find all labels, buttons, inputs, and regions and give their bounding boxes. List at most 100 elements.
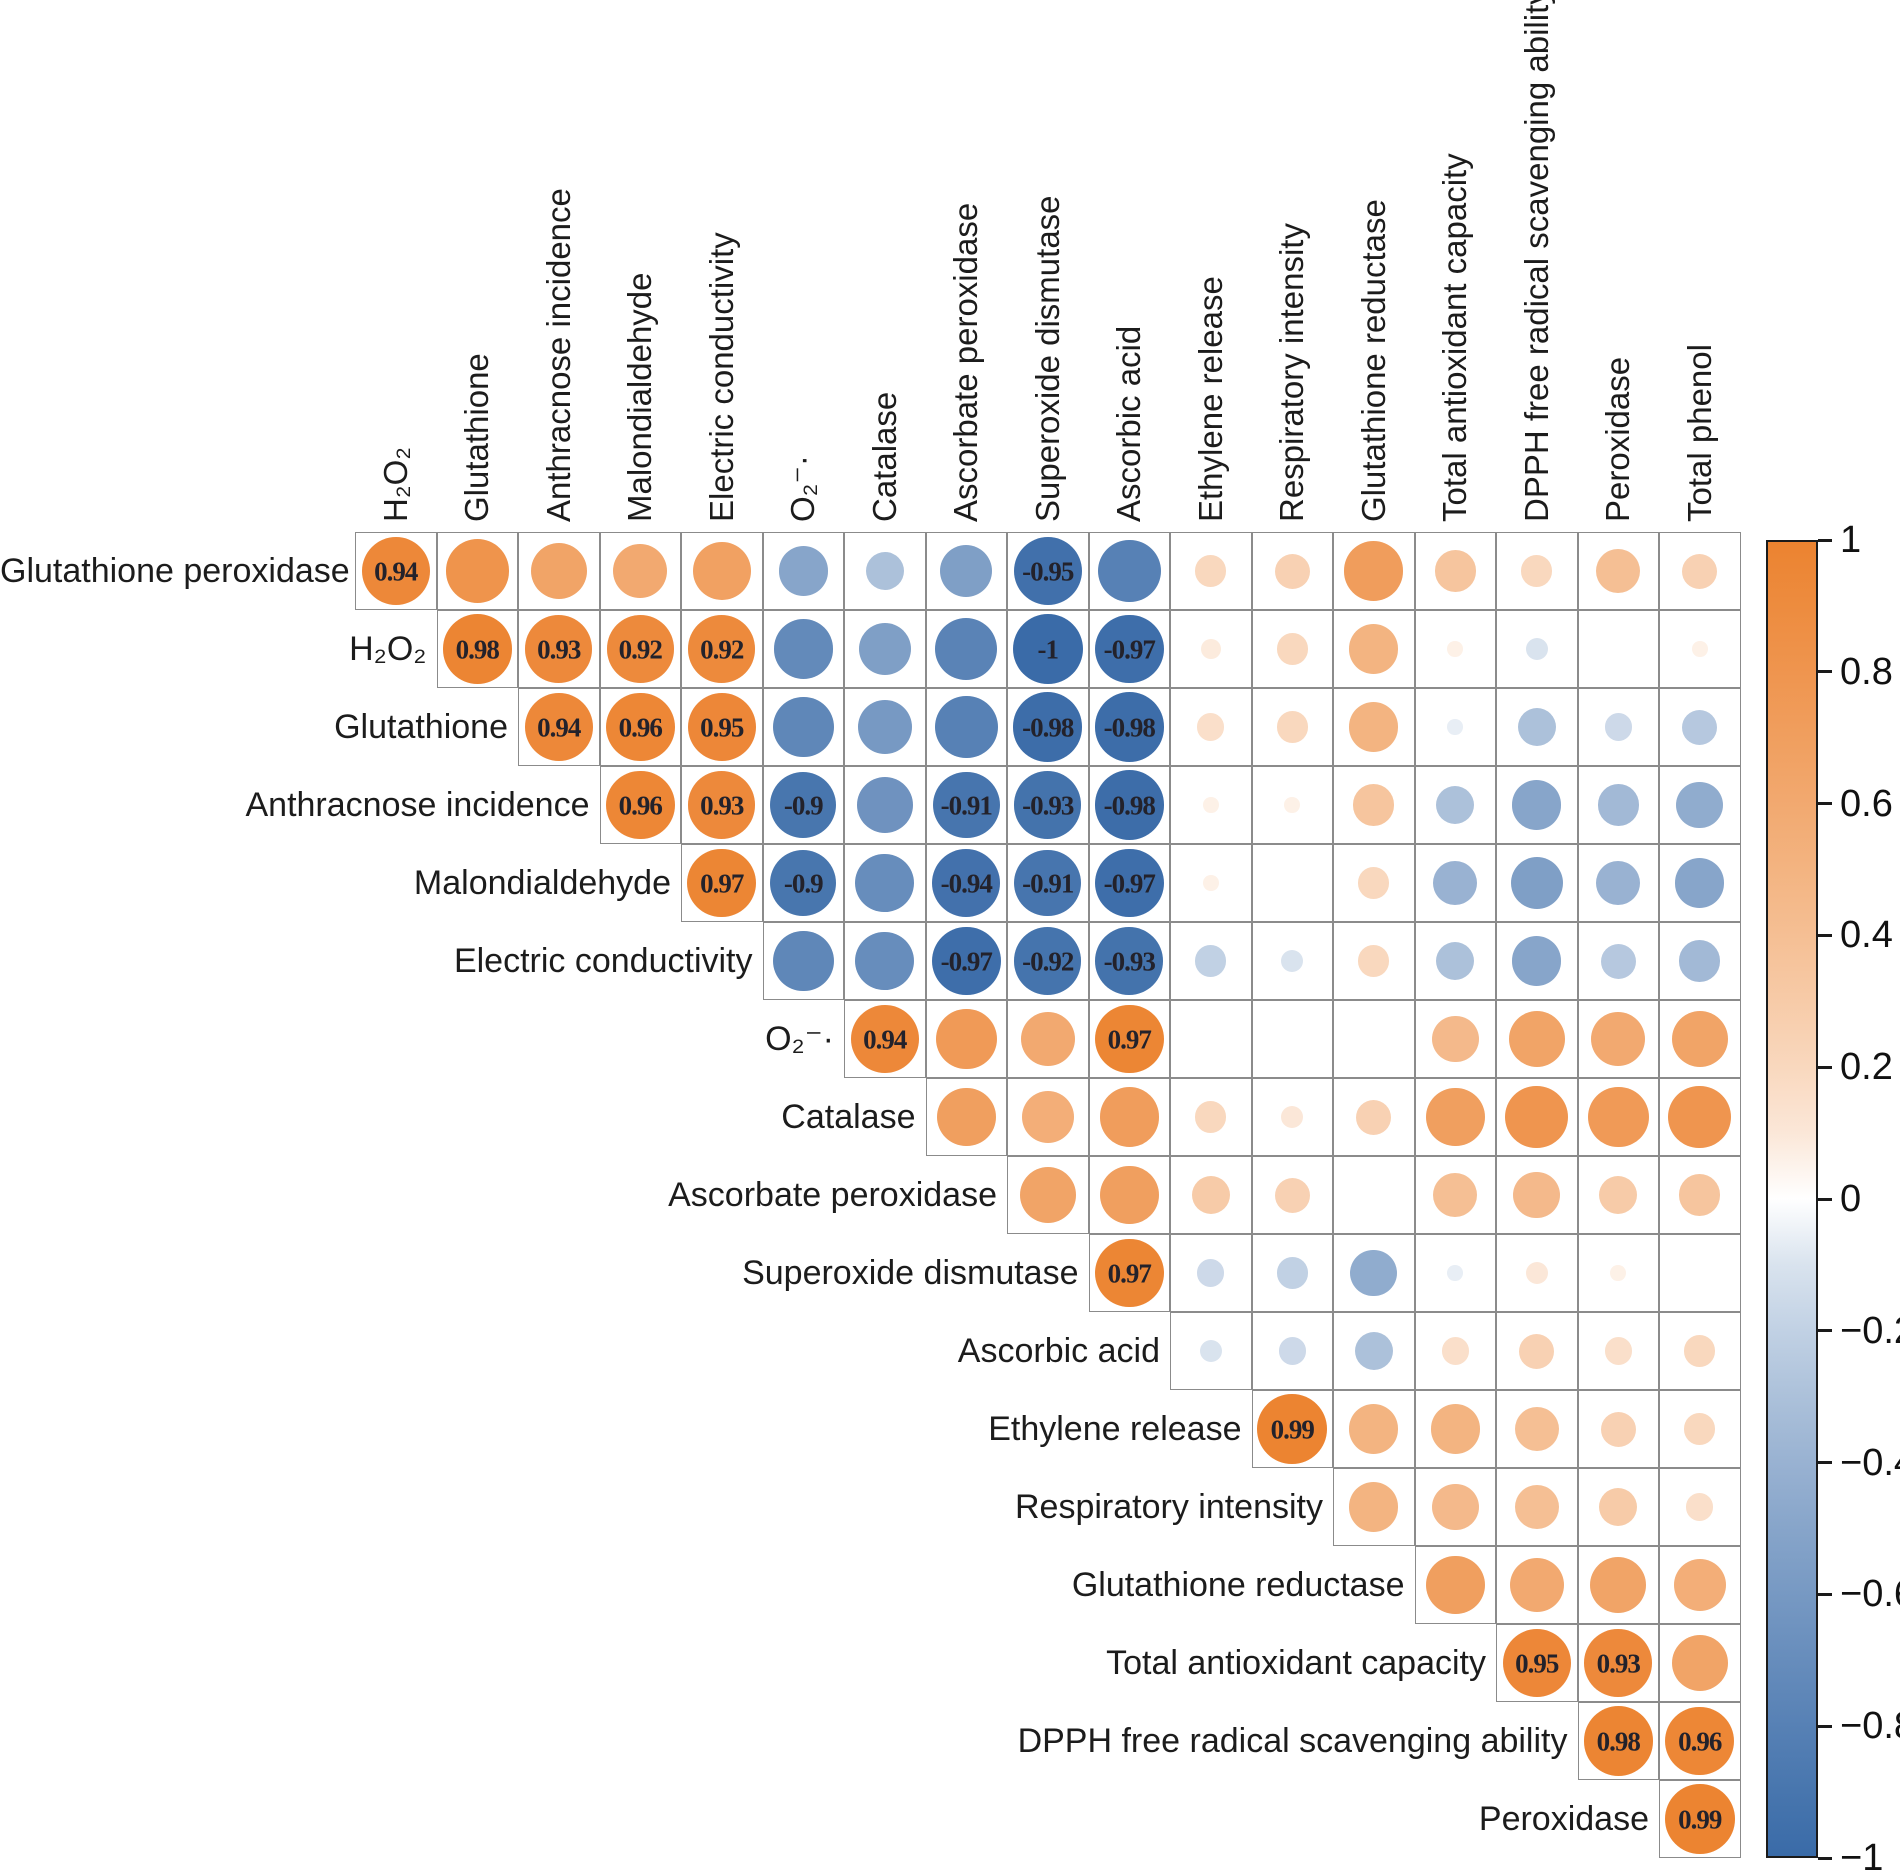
correlation-circle [1019,1166,1076,1224]
correlation-value: -0.9 [783,868,824,899]
row-label: O₂⁻· [765,1020,834,1058]
column-label: DPPH free radical scavenging ability [1517,0,1555,522]
correlation-value: 0.97 [700,868,744,899]
correlation-circle [934,695,998,759]
correlation-circle [1195,1101,1227,1133]
matrix-cell [1659,1156,1741,1234]
correlation-circle [940,545,993,597]
colorbar-tick [1818,1724,1832,1728]
correlation-circle [1433,1172,1478,1218]
column-label: Glutathione [458,353,496,522]
colorbar-tick-label: −0.6 [1840,1573,1900,1616]
correlation-value: 0.97 [1107,1024,1152,1055]
correlation-circle [606,615,674,683]
correlation-circle [1191,1175,1230,1215]
matrix-cell [1333,1156,1415,1234]
correlation-circle [857,699,912,755]
correlation-circle [1281,1105,1304,1129]
correlation-value: -0.93 [1022,790,1074,821]
correlation-circle [1276,633,1308,665]
correlation-value: -0.9 [783,790,824,821]
correlation-circle [1447,719,1464,735]
correlation-value: 0.98 [1596,1726,1641,1757]
correlation-circle [692,542,751,600]
correlation-circle [1349,1404,1399,1454]
colorbar-tick-label: 1 [1840,519,1862,561]
correlation-circle [1525,637,1548,661]
row-label: Total antioxidant capacity [1106,1644,1486,1682]
correlation-circle [1354,1331,1393,1371]
correlation-circle [1686,1493,1714,1521]
correlation-circle [1509,1557,1564,1613]
correlation-circle [1020,1011,1075,1067]
correlation-value: 0.99 [1270,1414,1315,1445]
correlation-circle [1197,1259,1225,1287]
correlation-circle [855,853,915,913]
correlation-circle [1353,784,1395,826]
correlation-value: -0.97 [940,946,993,977]
correlation-circle [770,771,837,839]
correlation-circle [1199,1339,1222,1363]
row-label: Superoxide dismutase [742,1254,1079,1292]
correlation-value: -0.91 [1022,868,1074,899]
correlation-value: -1 [1037,634,1059,665]
correlation-circle [1094,692,1164,762]
matrix-cell [1333,922,1415,1000]
row-label: Peroxidase [1478,1800,1649,1838]
correlation-circle [778,546,828,596]
correlation-circle [1599,1487,1638,1527]
column-label: Anthracnose incidence [539,188,577,522]
row-label: Glutathione peroxidase [0,552,350,590]
correlation-circle [1684,1413,1716,1445]
correlation-circle [1197,713,1225,741]
matrix-cell [1577,1312,1659,1390]
correlation-circle [936,1087,996,1147]
correlation-value: -0.95 [1022,556,1074,587]
correlation-circle [1436,785,1475,825]
correlation-circle [1447,641,1464,657]
correlation-circle [932,849,1001,917]
correlation-value: -0.98 [1022,712,1074,743]
matrix-cell [1496,532,1578,610]
matrix-cell [1577,610,1659,688]
correlation-circle [1095,927,1163,995]
correlation-value: 0.93 [700,790,744,821]
correlation-circle [605,770,675,840]
row-label: Electric conductivity [453,942,753,980]
matrix-cell [1333,1000,1415,1078]
correlation-value: -0.98 [1103,712,1156,743]
correlation-circle [687,771,756,839]
correlation-circle [605,692,675,762]
correlation-circle [1094,848,1164,918]
correlation-circle [1284,797,1301,813]
correlation-value: 0.94 [374,556,418,587]
row-label: Malondialdehyde [413,864,671,902]
correlation-circle [1281,949,1304,973]
correlation-value: -0.92 [1022,946,1074,977]
colorbar-tick-label: 0.6 [1840,782,1893,825]
correlation-circle [1436,941,1475,981]
correlation-circle [1514,1406,1559,1452]
correlation-circle [1584,1629,1652,1697]
column-label: Malondialdehyde [621,272,659,522]
correlation-circle [688,615,756,683]
correlation-value: 0.95 [700,712,744,743]
correlation-circle [935,618,998,680]
correlation-value: 0.99 [1678,1804,1722,1835]
correlation-circle [361,537,430,605]
correlation-circle [1679,940,1721,982]
correlation-value: 0.93 [1596,1648,1641,1679]
colorbar-tick [1818,1592,1832,1596]
correlation-circle [1676,781,1724,829]
correlation-value: -0.97 [1103,634,1156,665]
correlation-circle [1519,1333,1555,1369]
colorbar-tick [1818,802,1832,806]
correlation-value: -0.94 [940,868,993,899]
correlation-value: 0.92 [618,634,663,665]
correlation-circle [1014,849,1082,917]
correlation-circle [1257,1394,1328,1464]
correlation-circle [524,693,593,761]
column-label: O₂⁻· [784,455,822,522]
correlation-circle [1094,1238,1164,1308]
correlation-circle [865,551,904,591]
